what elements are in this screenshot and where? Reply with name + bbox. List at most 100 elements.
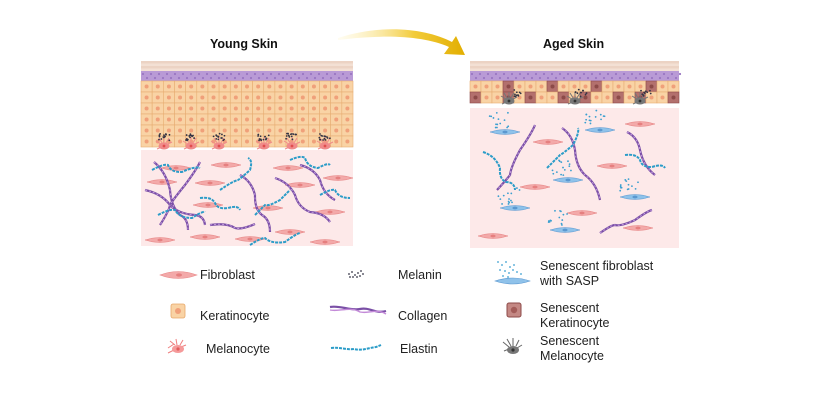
melanin-dot [362,273,364,275]
collagen-fiber-strand [274,177,331,223]
fibroblast [596,163,628,169]
legend-senescent-fibroblast-line1: Senescent fibroblast [540,259,654,273]
collagen-fiber-strand [153,161,189,231]
elastin-fiber [157,208,206,220]
keratinocyte-nucleus [155,84,160,89]
keratinocyte-nucleus [345,128,350,133]
keratinocyte-nucleus [550,84,555,89]
melanin-dot [351,271,353,273]
keratinocyte-nucleus [211,95,216,100]
keratinocyte-nucleus [245,84,249,89]
granular-texture [574,72,578,76]
keratinocyte-nucleus [256,117,261,122]
granular-texture [570,76,574,80]
keratinocyte-nucleus [178,128,183,133]
young-skin-panel [140,61,354,246]
keratinocyte-nucleus [178,106,183,111]
granular-texture [337,76,341,80]
keratinocyte-nucleus [155,117,160,122]
keratinocyte-nucleus [144,84,149,89]
senescent-fibroblast [489,129,521,135]
keratinocyte-nucleus [506,84,511,89]
granular-texture [269,72,273,76]
elastin-fiber [151,163,201,174]
granular-texture [598,72,602,76]
legend-keratinocyte: Keratinocyte [200,309,270,323]
senescent-fibroblast [619,194,651,200]
keratinocyte-nucleus [671,95,676,100]
keratinocyte-nucleus [671,84,676,89]
granular-texture [546,76,550,80]
granular-texture [297,76,301,80]
melanin-granules [158,132,171,142]
granular-texture [562,76,566,80]
melanin-granules [318,133,331,141]
granular-texture [638,72,642,76]
melanin-granules [285,132,298,141]
keratinocyte-nucleus [539,95,544,100]
keratinocyte-nucleus [594,84,599,89]
granular-texture [558,72,562,76]
keratinocyte-nucleus [345,139,350,144]
sasp-dots [488,111,510,129]
keratinocyte-nucleus [495,95,500,100]
granular-texture [165,72,169,76]
granular-texture [305,76,309,80]
keratinocyte-nucleus [323,84,328,89]
fibroblast [566,210,598,216]
granular-layer [141,71,353,81]
keratinocyte-nucleus [484,84,489,89]
granular-texture [241,76,245,80]
fibroblast [622,225,654,231]
keratinocyte-nucleus [289,106,294,111]
keratinocyte-nucleus [616,95,621,100]
granular-texture [329,76,333,80]
keratinocyte-nucleus [473,84,478,89]
granular-texture [622,72,626,76]
keratinocyte-nucleus [189,106,194,111]
sasp-dots [551,159,572,177]
granular-texture [522,76,526,80]
keratinocyte-nucleus [245,139,249,144]
granular-texture [189,72,193,76]
granular-texture [249,76,253,80]
keratinocyte-nucleus [256,84,261,89]
granular-texture [149,72,153,76]
granular-texture [253,72,257,76]
granular-texture [161,76,165,80]
collagen-fiber-strand [159,161,201,226]
granular-texture [494,72,498,76]
fibroblast [189,234,221,240]
keratinocyte-nucleus [539,84,544,89]
granular-texture [289,76,293,80]
fibroblast [477,233,509,239]
granular-texture [678,72,682,76]
granular-texture [145,76,149,80]
granular-texture [658,76,662,80]
keratinocyte-nucleus [200,106,205,111]
elastin-fiber [289,155,331,170]
keratinocyte-nucleus [323,117,328,122]
melanin-granules [640,89,652,97]
young-skin-title: Young Skin [210,37,278,51]
keratinocyte-nucleus [178,95,183,100]
collagen-fiber-strand [209,223,256,229]
granular-texture [257,76,261,80]
legend-senescent-keratinocyte: Senescent Keratinocyte [540,301,609,331]
fibroblast [309,239,341,245]
keratinocyte-nucleus [155,128,160,133]
keratinocyte-nucleus [583,95,588,100]
granular-texture [490,76,494,80]
granular-texture [550,72,554,76]
stratum-corneum [141,61,353,64]
granular-texture [642,76,646,80]
keratinocyte-nucleus [289,84,294,89]
collagen-fiber-strand [599,209,653,234]
granular-texture [478,72,482,76]
sasp-dots [497,187,521,205]
elastin-fiber [249,232,301,246]
fibroblast [284,182,316,188]
granular-texture [650,76,654,80]
melanin-dot [356,276,358,278]
keratinocyte-nucleus [484,95,489,100]
